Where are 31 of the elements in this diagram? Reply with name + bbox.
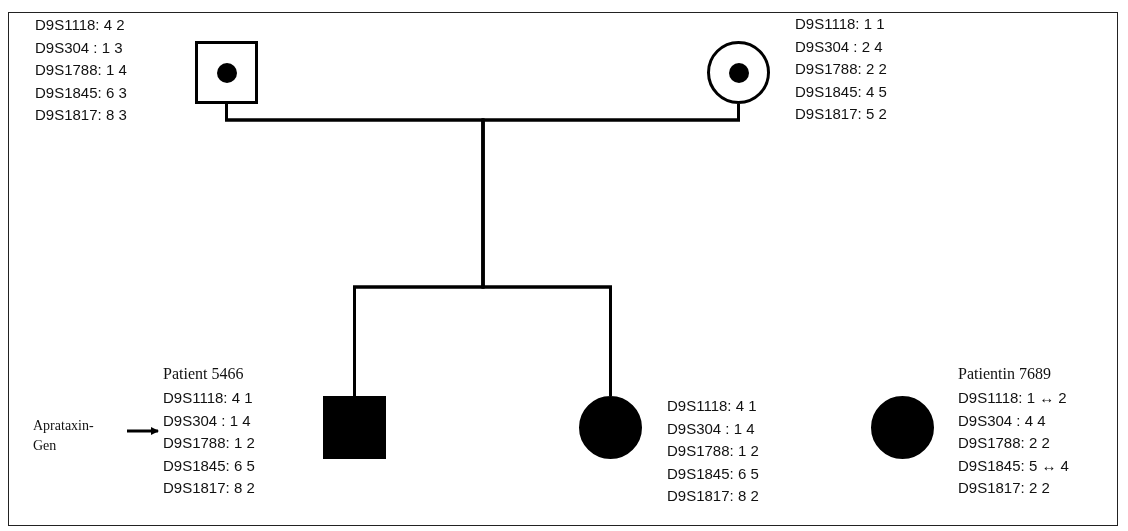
- marker-genotype: D9S1118: 4 1: [163, 388, 254, 408]
- patient-label: Patient 5466: [163, 364, 245, 384]
- marker-genotype: D9S1118: 4 1: [667, 396, 758, 416]
- marker-genotype: D9S1788: 2 2: [795, 59, 887, 79]
- marker-genotype: D9S1788: 2 2: [958, 433, 1051, 453]
- marker-genotype: D9S1845: 5 ↔ 4: [958, 455, 1069, 476]
- patient-label: Patientin 7689: [958, 364, 1052, 384]
- marker-genotype: D9S1845: 4 5: [795, 81, 887, 102]
- marker-genotype: D9S304 : 4 4: [958, 410, 1047, 431]
- affected-male-square: [323, 396, 386, 459]
- marker-genotype: D9S1817: 8 2: [667, 486, 759, 506]
- marker-genotype: D9S1817: 8 2: [163, 478, 255, 498]
- marker-genotype: D9S304 : 1 3: [35, 37, 124, 58]
- marker-genotype: D9S1845: 6 3: [35, 82, 127, 103]
- marker-genotype: D9S304 : 2 4: [795, 36, 884, 57]
- marker-genotype: D9S304 : 1 4: [163, 410, 252, 431]
- marker-genotype: D9S304 : 1 4: [667, 418, 756, 439]
- marker-genotype: D9S1118: 4 2: [35, 15, 126, 35]
- marker-genotype: D9S1845: 6 5: [667, 463, 759, 484]
- male-square: [195, 41, 258, 104]
- marker-genotype: D9S1817: 2 2: [958, 478, 1051, 498]
- marker-genotype: D9S1817: 5 2: [795, 104, 887, 124]
- marker-genotype: D9S1845: 6 5: [163, 455, 255, 476]
- gene-label: Aprataxin-Gen: [33, 418, 94, 453]
- marker-genotype: D9S1788: 1 4: [35, 60, 127, 80]
- marker-genotype: D9S1788: 1 2: [163, 433, 255, 453]
- marker-genotype: D9S1118: 1 ↔ 2: [958, 388, 1068, 408]
- marker-genotype: D9S1817: 8 3: [35, 105, 127, 125]
- marker-genotype: D9S1788: 1 2: [667, 441, 759, 461]
- leader-arrow: [127, 427, 159, 435]
- marker-genotype: D9S1118: 1 1: [795, 14, 886, 34]
